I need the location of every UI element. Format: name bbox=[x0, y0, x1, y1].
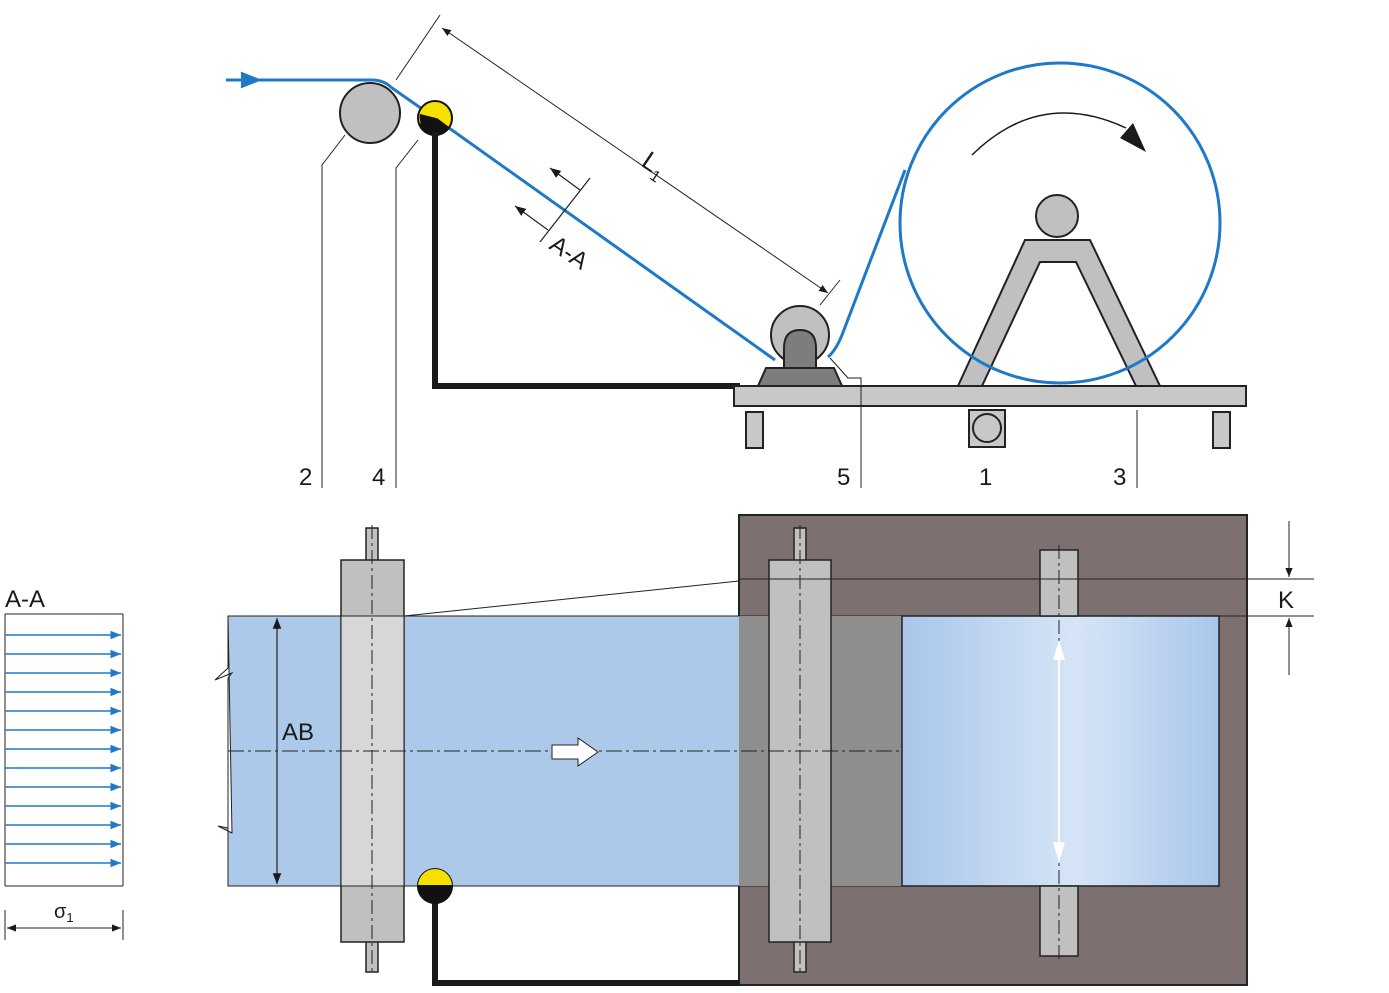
k-ref-line-top bbox=[403, 580, 740, 617]
base-plate bbox=[733, 385, 1247, 407]
label-section-cut: A-A bbox=[545, 231, 593, 276]
label-part-4: 4 bbox=[372, 464, 385, 491]
label-part-2: 2 bbox=[299, 464, 312, 491]
stress-profile: A-A σ1 bbox=[4, 586, 124, 940]
section-arrow-lower bbox=[514, 205, 549, 231]
stress-arrows bbox=[5, 630, 121, 868]
rotation-arrow-icon bbox=[971, 112, 1127, 156]
sensor-cable-bottom bbox=[432, 897, 739, 986]
label-offset-K: K bbox=[1278, 587, 1294, 614]
deflection-roller-2 bbox=[339, 82, 401, 144]
dim-ext-top bbox=[395, 14, 441, 81]
winding-reel-3 bbox=[898, 61, 1222, 385]
leader-5 bbox=[829, 357, 862, 488]
base-foot-right bbox=[1212, 411, 1231, 449]
tension-sensor-icon bbox=[417, 868, 453, 904]
leader-4 bbox=[395, 139, 419, 488]
label-part-3: 3 bbox=[1113, 464, 1126, 491]
label-part-1: 1 bbox=[979, 464, 992, 491]
section-cut-line bbox=[539, 177, 591, 243]
sensor-cable bbox=[432, 132, 740, 389]
base-foot-left bbox=[745, 411, 764, 449]
section-arrow-upper bbox=[549, 167, 581, 191]
reel-stand bbox=[956, 239, 1162, 387]
web-path bbox=[262, 78, 776, 362]
reel-hub bbox=[1035, 194, 1079, 238]
label-width-AB: AB bbox=[282, 719, 314, 746]
label-L1: L1 bbox=[634, 145, 672, 186]
dim-ext-bottom bbox=[819, 279, 841, 306]
label-part-5: 5 bbox=[837, 464, 850, 491]
dim-L1 bbox=[441, 27, 829, 294]
flow-direction-arrow-icon bbox=[551, 737, 599, 767]
web-to-reel bbox=[826, 169, 907, 359]
tension-sensor-icon bbox=[417, 100, 453, 136]
width-arrow-head-top bbox=[1053, 640, 1065, 660]
top-view: AB K bbox=[214, 514, 1314, 986]
web-edge-left bbox=[214, 616, 234, 886]
wound-roll bbox=[901, 615, 1220, 887]
motor-1 bbox=[972, 413, 1002, 443]
leader-2 bbox=[321, 134, 346, 488]
label-stress-sigma1: σ1 bbox=[54, 901, 74, 925]
roller-5-base bbox=[756, 367, 844, 387]
side-view: L1 A-A 2 4 5 1 3 bbox=[226, 14, 1247, 491]
label-profile-title: A-A bbox=[5, 586, 45, 613]
roller-5-bearing bbox=[783, 328, 817, 369]
rotation-arrow-head bbox=[1120, 123, 1146, 152]
width-arrow-head-bottom bbox=[1053, 842, 1065, 862]
